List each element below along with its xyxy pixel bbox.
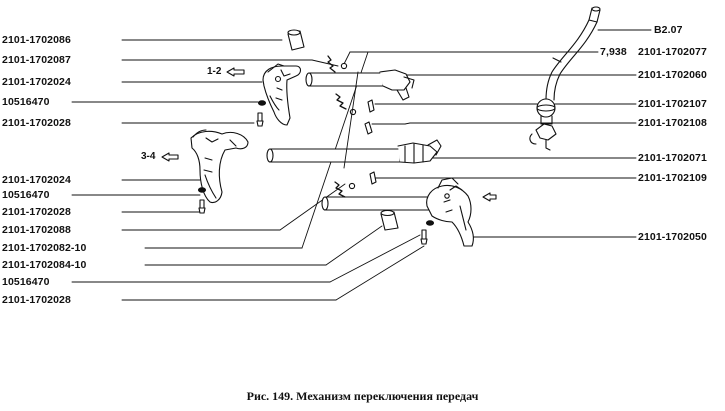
bolt-3-4 [197, 187, 207, 214]
label-2101-1702107: 2101-1702107 [638, 98, 707, 110]
group-label-1-2: 1-2 [207, 66, 222, 77]
label-2101-1702082-10: 2101-1702082-10 [2, 242, 87, 254]
label-10516470-b: 10516470 [2, 189, 50, 201]
ball-mid [349, 108, 357, 116]
figure-caption: Рис. 149. Механизм переключения передач [246, 389, 479, 403]
group-1-2-arrow-icon [226, 67, 245, 77]
label-2101-1702050: 2101-1702050 [638, 231, 707, 243]
label-10516470-a: 10516470 [2, 96, 50, 108]
group-3-4-arrow-icon [161, 152, 179, 162]
spring-mid [335, 93, 347, 110]
label-2101-1702071: 2101-1702071 [638, 152, 707, 164]
label-2101-1702084-10: 2101-1702084-10 [2, 259, 87, 271]
label-2101-1702088: 2101-1702088 [2, 224, 71, 236]
pin-2108 [364, 121, 373, 135]
label-b2-07: B2.07 [654, 24, 683, 36]
pin-2109 [369, 171, 377, 185]
ball-upper [340, 62, 348, 70]
bolt-1-2 [256, 100, 267, 127]
ball-lower [348, 182, 356, 190]
label-2101-1702028-c: 2101-1702028 [2, 294, 71, 306]
gear-lever [529, 6, 601, 151]
shift-fork-reverse [426, 177, 474, 247]
interlock-rod [343, 71, 359, 169]
spring-2088 [334, 181, 346, 198]
shift-fork-3-4 [190, 129, 249, 204]
label-2101-1702028-b: 2101-1702028 [2, 206, 71, 218]
upper-selector-rod [305, 69, 415, 101]
label-2101-1702087: 2101-1702087 [2, 54, 71, 66]
label-2101-1702060: 2101-1702060 [638, 69, 707, 81]
bolt-reverse [420, 220, 435, 245]
label-10516470-c: 10516470 [2, 276, 50, 288]
leader-lines-right [343, 29, 652, 238]
shift-fork-1-2 [262, 63, 302, 126]
label-2101-1702108: 2101-1702108 [638, 117, 707, 129]
label-2101-1702077: 2101-1702077 [638, 46, 707, 58]
label-7-938: 7,938 [600, 46, 627, 58]
pin-2107 [367, 99, 375, 113]
middle-selector-rod [266, 139, 442, 164]
bushing-2082 [380, 209, 399, 231]
spring-2087 [327, 55, 336, 73]
reverse-arrow-icon [482, 192, 497, 202]
label-2101-1702028-a: 2101-1702028 [2, 117, 71, 129]
bushing-2086 [287, 29, 305, 51]
label-2101-1702086: 2101-1702086 [2, 34, 71, 46]
group-label-3-4: 3-4 [141, 151, 156, 162]
label-2101-1702024-b: 2101-1702024 [2, 174, 71, 186]
label-2101-1702109: 2101-1702109 [638, 172, 707, 184]
label-2101-1702024-a: 2101-1702024 [2, 76, 71, 88]
